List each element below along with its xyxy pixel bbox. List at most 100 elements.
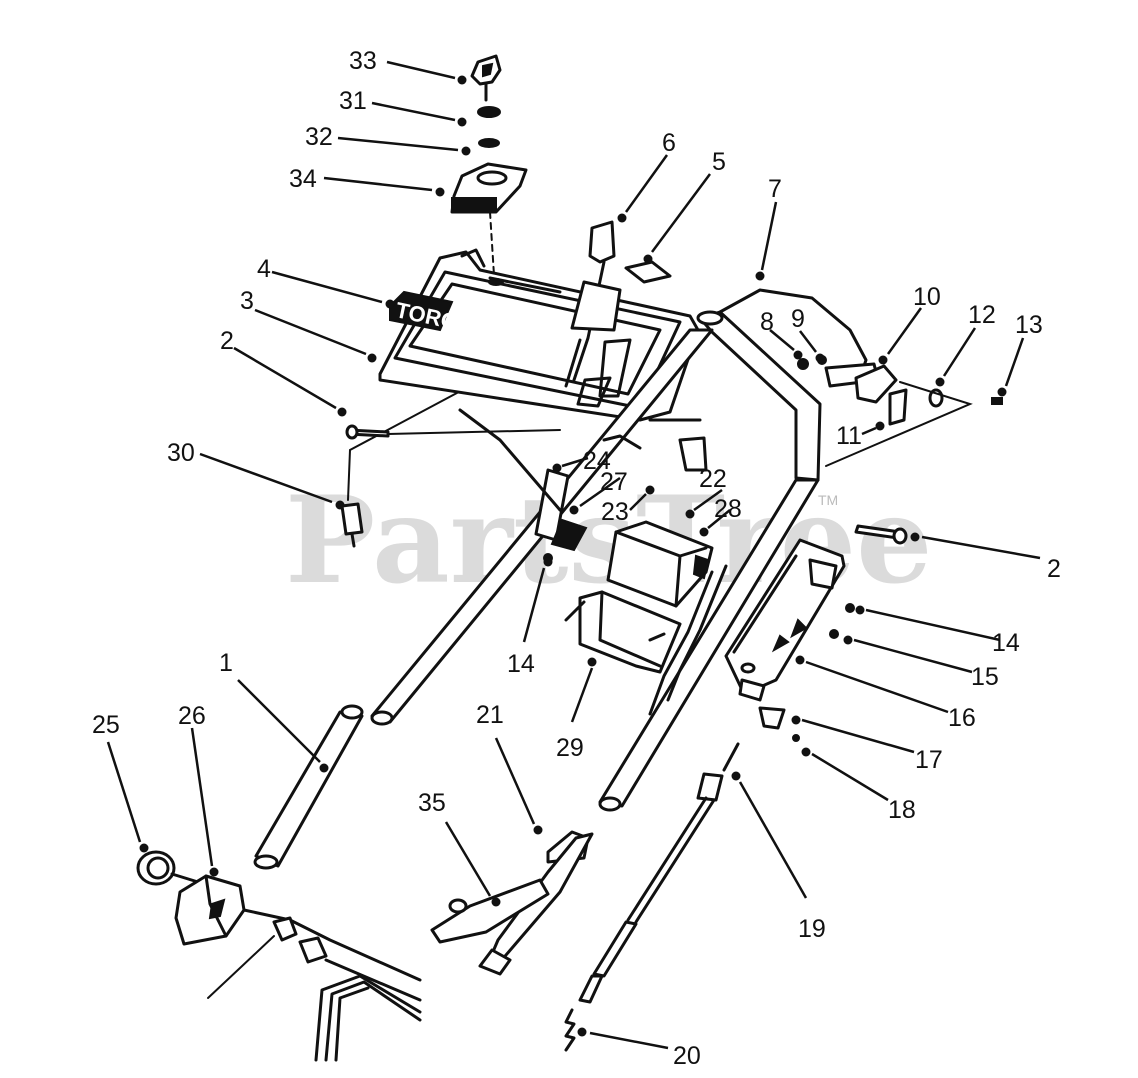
callout-dots (139, 75, 1007, 1037)
callout-34: 34 (289, 165, 317, 193)
part-decal (624, 260, 672, 284)
callout-dot-18 (801, 747, 811, 757)
part-linkage (207, 916, 422, 1062)
callout-dot-11 (875, 421, 885, 431)
callout-8: 8 (760, 308, 774, 336)
callout-32: 32 (305, 123, 333, 151)
callout-dot-34 (435, 187, 445, 197)
part-pulley (136, 850, 200, 886)
callout-18: 18 (888, 796, 916, 824)
callout-dot-15 (843, 635, 853, 645)
callout-dot-35 (491, 897, 501, 907)
callout-28: 28 (714, 495, 742, 523)
callout-dot-24 (552, 463, 562, 473)
callout-24: 24 (583, 447, 611, 475)
callout-3: 3 (240, 287, 254, 315)
callout-dot-16 (795, 655, 805, 665)
callout-14-right: 14 (992, 629, 1020, 657)
callout-16: 16 (948, 704, 976, 732)
callout-2: 2 (220, 327, 234, 355)
part-washer-31 (477, 106, 501, 118)
callout-26: 26 (178, 702, 206, 730)
callout-27: 27 (600, 468, 628, 496)
part-lower-left (253, 704, 364, 870)
part-battery (606, 520, 714, 608)
watermark-tm: TM (818, 492, 838, 508)
callout-dot-13 (997, 387, 1007, 397)
callout-dot-3 (367, 353, 377, 363)
callout-dot-4 (385, 299, 395, 309)
part-control-cable (578, 742, 740, 1004)
callout-9: 9 (791, 305, 805, 333)
callout-4: 4 (257, 255, 271, 283)
callout-dot-32 (461, 146, 471, 156)
callout-dot-9 (815, 353, 825, 363)
callout-17: 17 (915, 746, 943, 774)
part-bail (718, 288, 868, 374)
callout-14: 14 (507, 650, 535, 678)
callout-dot-1 (319, 763, 329, 773)
part-switch-bracket (458, 408, 642, 552)
callout-25: 25 (92, 711, 120, 739)
callout-19: 19 (798, 915, 826, 943)
callout-30: 30 (167, 439, 195, 467)
callout-20: 20 (673, 1042, 701, 1070)
callout-13: 13 (1015, 311, 1043, 339)
callout-22: 22 (699, 465, 727, 493)
callout-11: 11 (836, 422, 862, 450)
callout-dot-21 (533, 825, 543, 835)
callout-dot-28 (699, 527, 709, 537)
callout-21: 21 (476, 701, 504, 729)
callout-dot-8 (793, 350, 803, 360)
callout-dot-23 (645, 485, 655, 495)
callout-labels: 33 31 32 34 6 5 7 4 10 8 9 12 13 3 2 11 … (92, 47, 1061, 1070)
part-lower-brace (430, 830, 594, 976)
callout-12: 12 (968, 301, 996, 329)
part-shift-lever (564, 220, 622, 388)
part-gear-housing (174, 874, 422, 982)
callout-dot-17 (791, 715, 801, 725)
callout-5: 5 (712, 148, 726, 176)
part-clip (758, 706, 786, 730)
part-switch-housing (450, 162, 528, 214)
callout-dot-12 (935, 377, 945, 387)
part-battery-tray (564, 590, 682, 674)
callout-dot-5 (643, 254, 653, 264)
callout-dot-10 (878, 355, 888, 365)
part-washer-32 (478, 138, 500, 148)
part-brand-plate: TORO (389, 290, 460, 335)
callout-dot-2 (337, 407, 347, 417)
callout-dot-31 (457, 117, 467, 127)
callout-dot-14 (543, 557, 553, 567)
part-bail-pivot (797, 355, 1003, 467)
parts-drawing: TORO (136, 54, 1003, 1062)
callout-dot-6 (617, 213, 627, 223)
callout-dot-33 (457, 75, 467, 85)
callout-dot-20 (577, 1027, 587, 1037)
callout-dot-27 (569, 505, 579, 515)
callout-23: 23 (601, 498, 629, 526)
part-cable-upper (666, 564, 728, 702)
callout-31: 31 (339, 87, 367, 115)
part-shield (724, 538, 846, 696)
part-key (470, 54, 502, 102)
callout-15: 15 (971, 663, 999, 691)
callout-dot-25 (139, 843, 149, 853)
part-spring (564, 1008, 576, 1052)
callout-leaders (106, 60, 1041, 1050)
callout-6: 6 (662, 129, 676, 157)
callout-dot-30 (335, 500, 345, 510)
part-connector (340, 502, 364, 548)
callout-dot-29 (587, 657, 597, 667)
callout-dot-14 (855, 605, 865, 615)
callout-dot-2 (910, 532, 920, 542)
callout-33: 33 (349, 47, 377, 75)
callout-1: 1 (219, 649, 233, 677)
callout-dot-26 (209, 867, 219, 877)
callout-dot-22 (685, 509, 695, 519)
callout-2-right: 2 (1047, 555, 1061, 583)
callout-dot-7 (755, 271, 765, 281)
callout-29: 29 (556, 734, 584, 762)
callout-35: 35 (418, 789, 446, 817)
